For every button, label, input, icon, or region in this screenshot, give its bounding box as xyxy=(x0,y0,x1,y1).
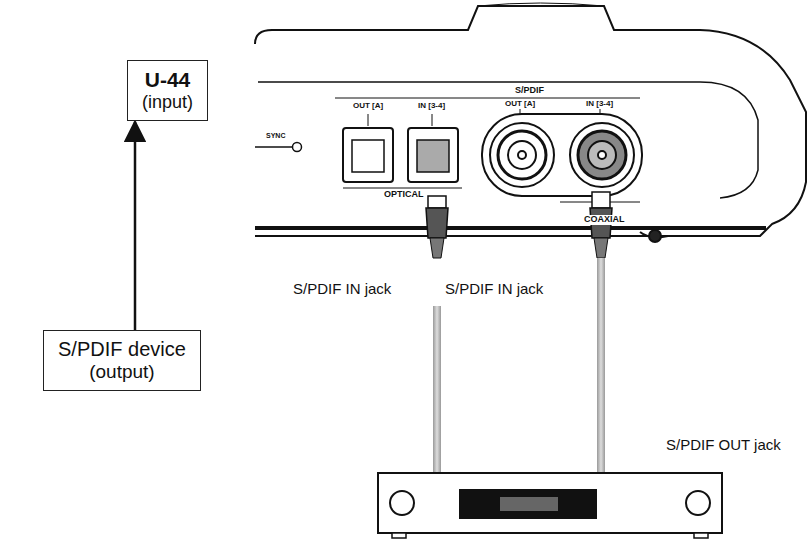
section-label: COAXIAL xyxy=(583,215,626,225)
jack-label: S/PDIF IN jack xyxy=(292,281,392,298)
source-device-box: S/PDIF device(output) xyxy=(43,330,201,391)
node-subtitle: (input) xyxy=(142,92,193,114)
indicator-label: SYNC xyxy=(265,132,286,140)
node-title: U-44 xyxy=(142,67,193,92)
node-title: S/PDIF device xyxy=(58,337,186,361)
coaxial-cable xyxy=(590,192,612,472)
node-subtitle: (output) xyxy=(58,361,186,384)
port-label: IN [3-4] xyxy=(417,102,446,111)
port-label: IN [3-4] xyxy=(585,100,614,109)
optical-cable xyxy=(426,196,448,472)
signal-arrow xyxy=(134,122,137,330)
port-label: OUT [A] xyxy=(504,100,536,109)
interface-housing xyxy=(255,3,806,242)
interface-box: U-44(input) xyxy=(127,60,208,121)
section-label: S/PDIF xyxy=(514,86,545,96)
section-label: OPTICAL xyxy=(383,190,425,200)
port-label: OUT [A] xyxy=(352,102,384,111)
spdif-source-device xyxy=(378,473,722,538)
jack-label: S/PDIF IN jack xyxy=(444,281,544,298)
jack-label: S/PDIF OUT jack xyxy=(665,437,782,454)
